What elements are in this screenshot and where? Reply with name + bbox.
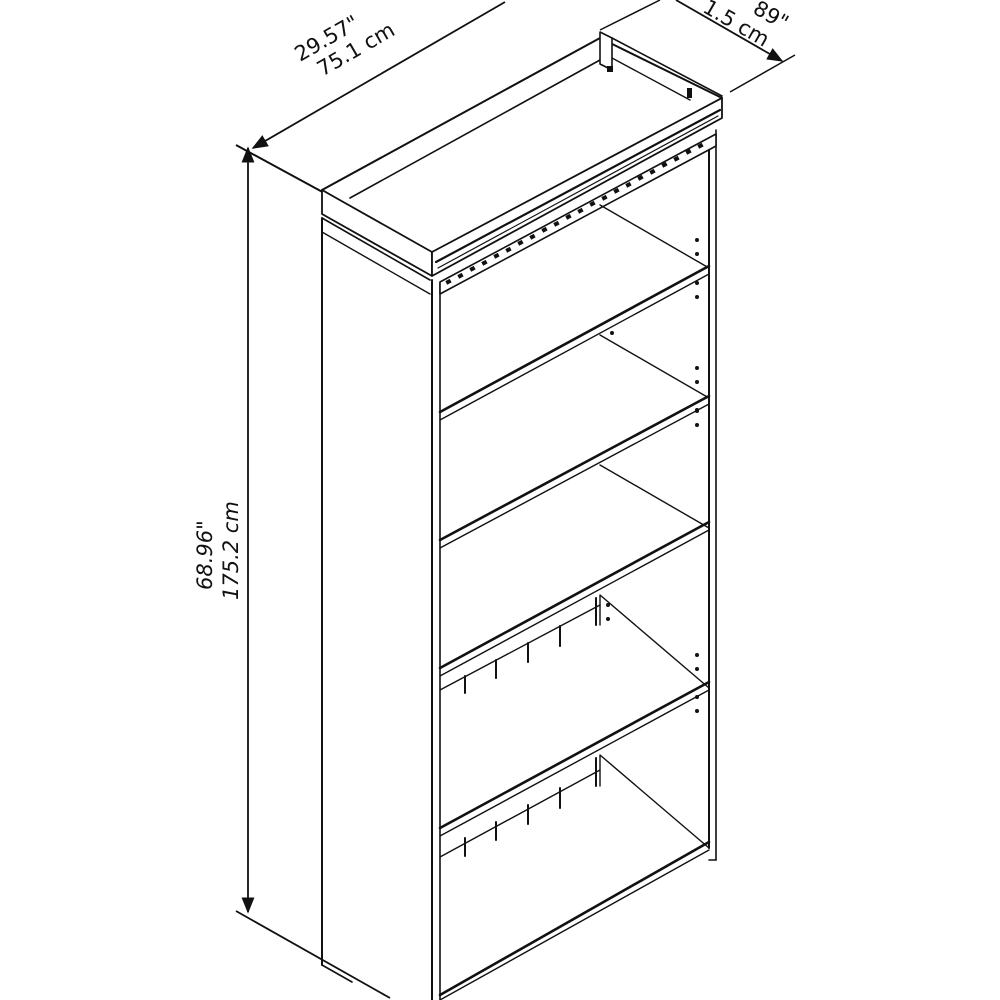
shelf-3 xyxy=(438,520,711,677)
width-dimension-line xyxy=(251,1,506,149)
dentil-moulding xyxy=(439,133,717,295)
height-extension-line-bottom xyxy=(235,910,391,999)
back-lattice-lower xyxy=(439,755,601,858)
front-left-stile xyxy=(431,279,441,1000)
front-right-stile xyxy=(708,129,717,861)
width-extension-line-left xyxy=(235,144,329,196)
left-side-panel xyxy=(321,217,431,983)
top-crown xyxy=(321,31,723,277)
inner-back-corner xyxy=(599,204,710,849)
depth-dimension-line xyxy=(675,0,784,62)
shelf-1 xyxy=(438,264,711,421)
depth-extension-line-back xyxy=(599,0,661,31)
bookcase xyxy=(321,31,723,1000)
shelf-2 xyxy=(438,394,711,549)
height-metric-label: 175.2 cm xyxy=(219,501,243,600)
shelf-pin-holes xyxy=(606,238,699,713)
back-lattice-upper xyxy=(439,595,601,694)
depth-extension-line-front xyxy=(729,54,796,93)
shelf-4 xyxy=(438,680,711,837)
height-imperial-label: 68.96" xyxy=(193,520,217,590)
height-dimension: 68.96" 175.2 cm xyxy=(193,146,391,999)
shelf-bottom xyxy=(438,840,711,1000)
